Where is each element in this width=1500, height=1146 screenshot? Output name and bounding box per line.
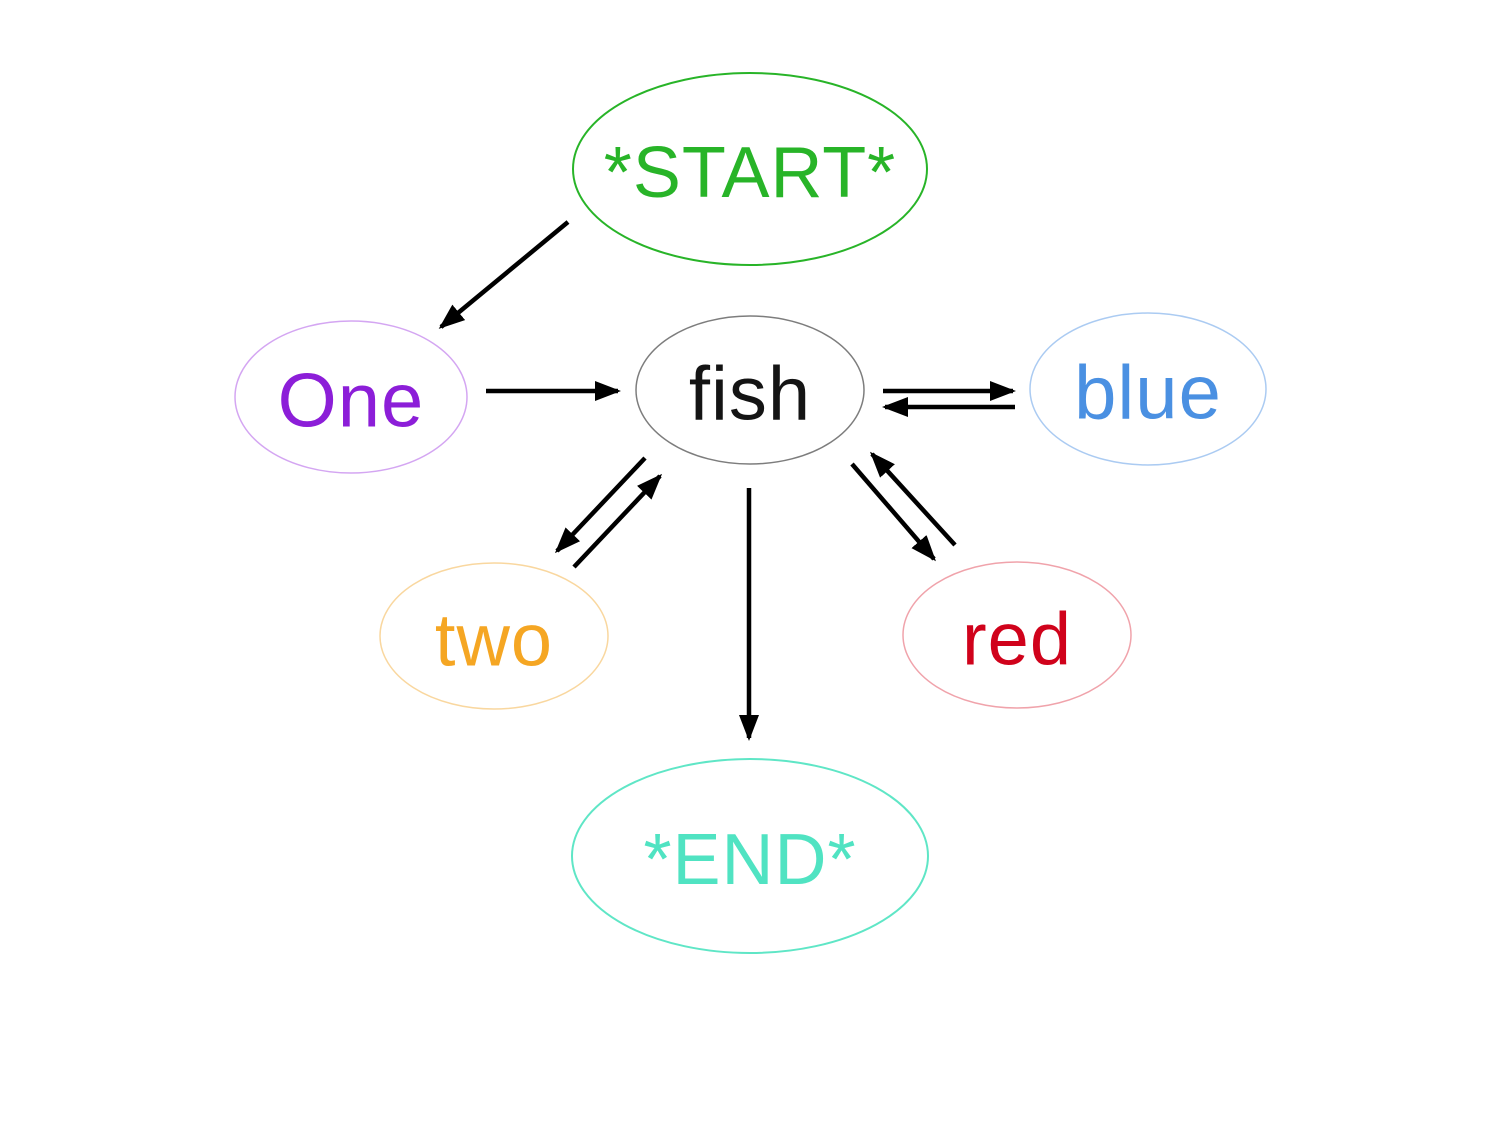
node-one-label: One	[278, 359, 425, 444]
node-end-ellipse	[571, 758, 929, 954]
node-end-label: *END*	[643, 820, 856, 900]
node-red-ellipse	[902, 561, 1132, 709]
node-blue-ellipse	[1029, 312, 1267, 466]
node-blue-label: blue	[1074, 351, 1222, 436]
node-start: *START*	[572, 72, 928, 266]
node-end: *END*	[571, 758, 929, 954]
node-start-ellipse	[572, 72, 928, 266]
node-fish-ellipse	[635, 315, 865, 465]
node-start-label: *START*	[604, 133, 896, 213]
edge-fish-to-two	[554, 456, 647, 554]
node-two: two	[379, 562, 609, 710]
node-blue: blue	[1029, 312, 1267, 466]
node-one-ellipse	[234, 320, 468, 474]
edge-red-to-fish	[869, 451, 957, 547]
nodes-layer: *START* One fish blue two red *END*	[234, 72, 1267, 954]
node-fish: fish	[635, 315, 865, 465]
node-two-ellipse	[379, 562, 609, 710]
node-red: red	[902, 561, 1132, 709]
edge-start-to-one	[438, 220, 570, 329]
edge-fish-to-red	[850, 462, 936, 562]
node-one: One	[234, 320, 468, 474]
edge-two-to-fish	[572, 473, 663, 569]
edges-layer	[438, 220, 1016, 741]
node-two-label: two	[435, 599, 553, 682]
node-red-label: red	[962, 598, 1072, 681]
node-fish-label: fish	[689, 352, 811, 437]
